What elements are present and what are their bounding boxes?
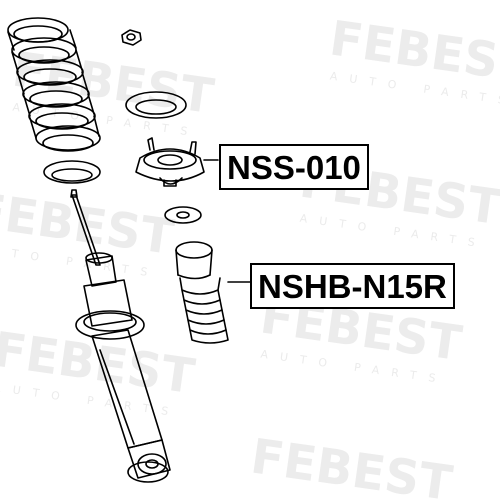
strut-mount: [135, 137, 219, 187]
part-label-nss-010: NSS-010: [219, 144, 369, 190]
bump-stop-washer: [164, 206, 202, 224]
dust-boot: [175, 241, 251, 344]
spring-seat-ring: [43, 160, 101, 184]
top-nut: [121, 29, 142, 46]
shock-absorber: [70, 189, 171, 483]
coil-spring: [7, 17, 101, 152]
upper-washer: [125, 91, 187, 119]
part-label-nshb-n15r: NSHB-N15R: [250, 263, 455, 309]
